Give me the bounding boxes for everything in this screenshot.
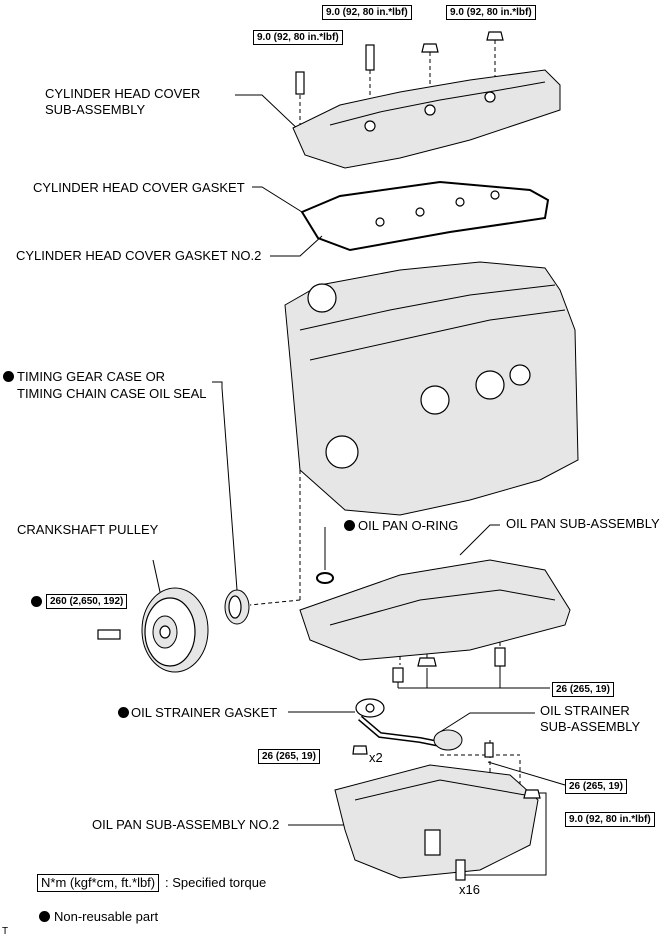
- oil-strainer-gasket: [355, 698, 385, 718]
- torque-spec-oil-pan: 26 (265, 19): [552, 682, 614, 697]
- nonreusable-dot-pulley-bolt: [31, 596, 42, 607]
- label-head-cover-gasket-no2: CYLINDER HEAD COVER GASKET NO.2: [16, 248, 262, 263]
- torque-spec-t1: 9.0 (92, 80 in.*lbf): [322, 5, 412, 20]
- oil-pan-no2: [334, 764, 541, 881]
- nonreusable-dot-oring: [344, 520, 355, 531]
- label-head-cover-2: SUB-ASSEMBLY: [45, 102, 146, 117]
- label-head-cover-gasket: CYLINDER HEAD COVER GASKET: [33, 180, 245, 195]
- torque-spec-t3: 9.0 (92, 80 in.*lbf): [253, 30, 343, 45]
- torque-spec-strainer-left: 26 (265, 19): [258, 749, 320, 764]
- label-oil-pan-oring: OIL PAN O-RING: [358, 518, 459, 533]
- crankshaft-pulley: [97, 587, 209, 673]
- label-qty-x2: x2: [369, 750, 383, 765]
- oil-strainer: [352, 715, 494, 758]
- label-qty-x16: x16: [459, 882, 480, 897]
- label-timing-seal-1: TIMING GEAR CASE OR: [17, 369, 166, 384]
- label-strainer-gasket: OIL STRAINER GASKET: [131, 705, 278, 720]
- legend-nonreusable: Non-reusable part: [54, 909, 159, 924]
- torque-spec-strainer-right: 26 (265, 19): [565, 779, 627, 794]
- label-strainer-sub-1: OIL STRAINER: [540, 703, 630, 718]
- label-oil-pan-no2: OIL PAN SUB-ASSEMBLY NO.2: [92, 817, 280, 832]
- label-strainer-sub-2: SUB-ASSEMBLY: [540, 719, 641, 734]
- oil-pan-sub-assembly: [299, 559, 571, 683]
- head-cover-bolts: [295, 31, 504, 95]
- nonreusable-dot-legend: [39, 911, 50, 922]
- head-cover-gasket: [300, 180, 550, 252]
- nonreusable-dot-strainer-gasket: [118, 707, 129, 718]
- label-oil-pan-sub: OIL PAN SUB-ASSEMBLY: [506, 516, 660, 531]
- label-crankshaft-pulley: CRANKSHAFT PULLEY: [17, 522, 159, 537]
- label-timing-seal-2: TIMING CHAIN CASE OIL SEAL: [17, 386, 207, 401]
- torque-spec-oil-pan-no2: 9.0 (92, 80 in.*lbf): [565, 812, 655, 827]
- torque-spec-t2: 9.0 (92, 80 in.*lbf): [446, 5, 536, 20]
- corner-mark: T: [2, 926, 9, 937]
- timing-oil-seal: [224, 589, 250, 625]
- oil-pan-oring: [316, 572, 334, 584]
- nonreusable-dot-timing-seal: [3, 371, 14, 382]
- torque-spec-pulley: 260 (2,650, 192): [46, 594, 128, 609]
- cylinder-head-cover: [292, 69, 561, 169]
- legend-torque-desc: : Specified torque: [165, 875, 267, 890]
- label-head-cover-1: CYLINDER HEAD COVER: [45, 86, 201, 101]
- legend-torque-unit: N*m (kgf*cm, ft.*lbf): [37, 874, 160, 892]
- engine-block: [284, 261, 579, 516]
